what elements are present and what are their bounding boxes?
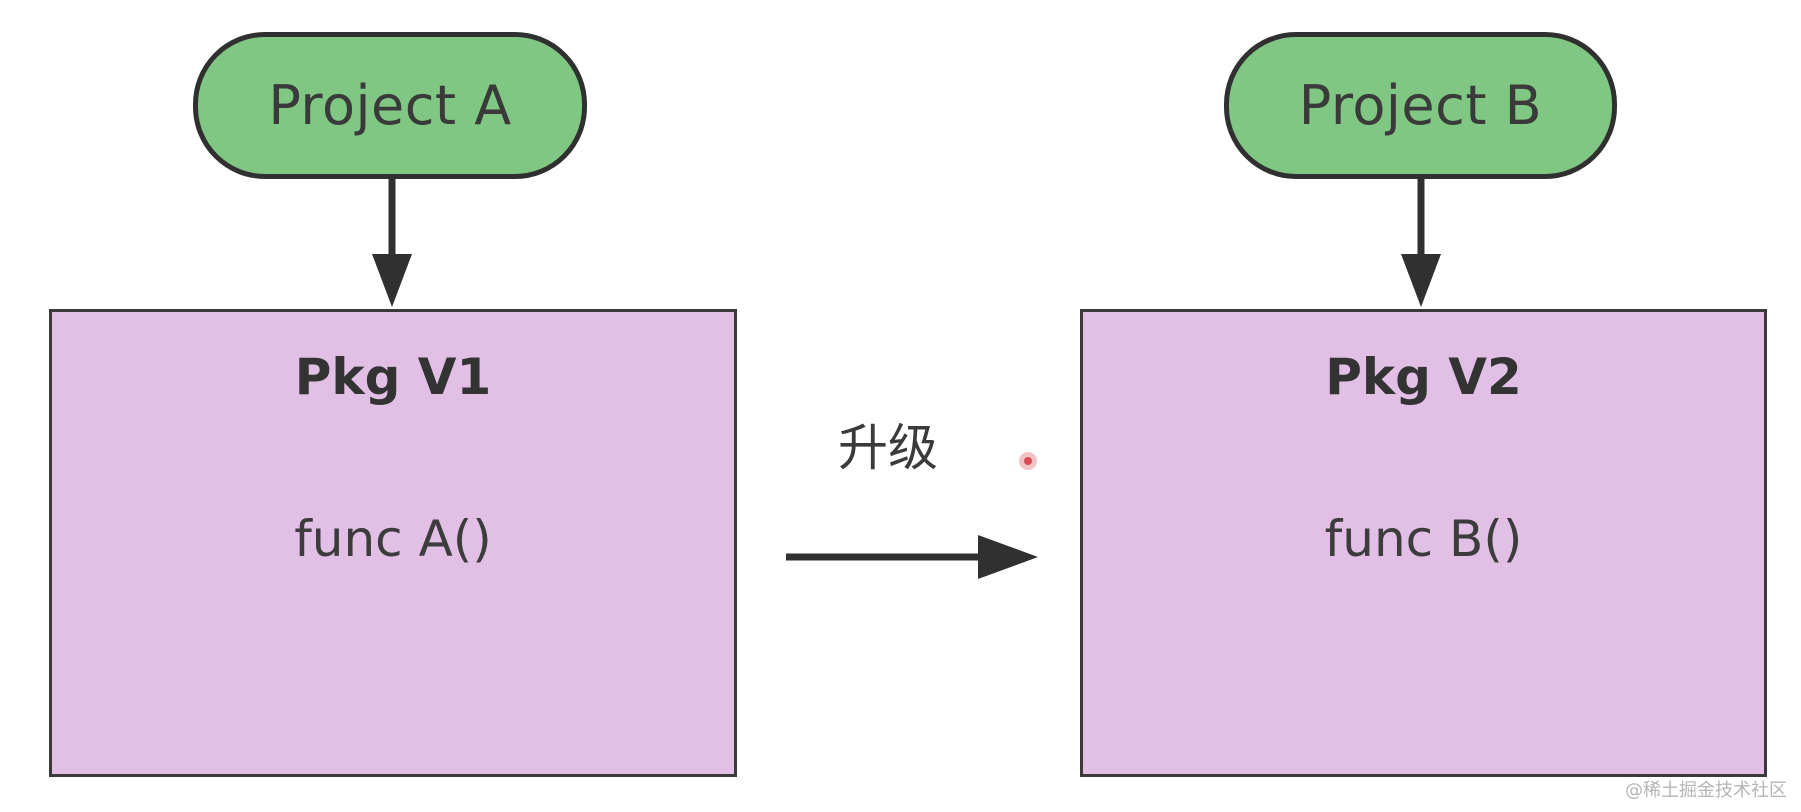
arrow-upgrade xyxy=(786,535,1038,579)
pkg-v2-title: Pkg V2 xyxy=(1325,348,1522,406)
pkg-v1-box: Pkg V1 func A() xyxy=(49,309,737,777)
project-a-label: Project A xyxy=(268,74,512,137)
pkg-v1-func: func A() xyxy=(294,510,492,568)
arrow-project-b-to-pkg-v2 xyxy=(1401,179,1441,307)
upgrade-label: 升级 xyxy=(838,419,938,477)
pkg-v1-title: Pkg V1 xyxy=(294,348,492,406)
pkg-v2-box: Pkg V2 func B() xyxy=(1080,309,1767,777)
project-a-node: Project A xyxy=(193,32,587,179)
watermark: @稀土掘金技术社区 xyxy=(1625,780,1787,801)
laser-pointer-dot xyxy=(1019,452,1037,470)
project-b-node: Project B xyxy=(1224,32,1617,179)
pkg-v2-func: func B() xyxy=(1324,510,1523,568)
arrow-project-a-to-pkg-v1 xyxy=(372,179,412,307)
project-b-label: Project B xyxy=(1298,74,1543,137)
